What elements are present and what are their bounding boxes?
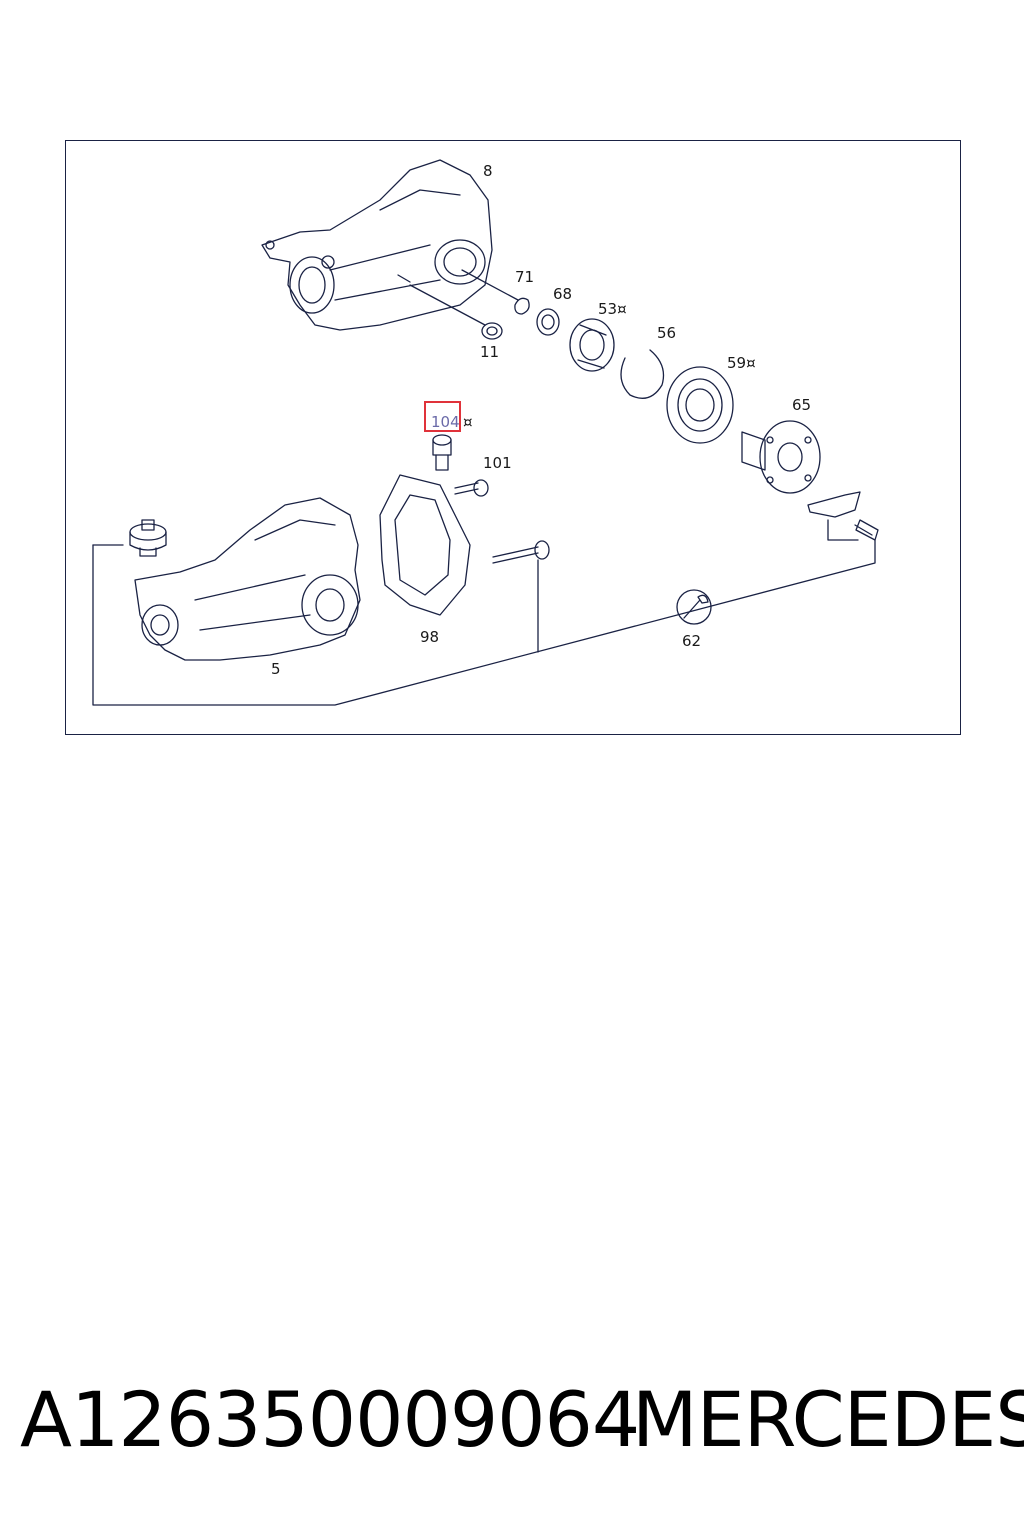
part-101-bolt	[454, 479, 489, 497]
part-98-cover	[379, 474, 471, 616]
differential-housing-upper	[261, 159, 493, 331]
mount	[129, 519, 167, 557]
label-98: 98	[420, 628, 440, 646]
part-number: A126350009064	[20, 1375, 640, 1464]
differential-housing-lower	[134, 497, 361, 661]
diagram-frame	[65, 140, 961, 735]
part-11-bushing	[481, 322, 503, 340]
part-71-clip	[514, 297, 530, 315]
part-59-seal	[666, 366, 734, 444]
highlight-box-104[interactable]	[424, 401, 461, 432]
label-11: 11	[480, 343, 500, 361]
part-56-circlip	[620, 349, 665, 399]
label-62: 62	[682, 632, 702, 650]
long-bolt	[492, 540, 550, 564]
brand-name: MERCEDES	[632, 1375, 1024, 1464]
part-62-wrench	[676, 589, 712, 625]
part-68-nut	[536, 308, 560, 336]
label-59: 59¤	[727, 354, 756, 372]
label-104: 104	[431, 413, 460, 431]
label-101: 101	[483, 454, 512, 472]
label-56: 56	[657, 324, 677, 342]
label-53: 53¤	[598, 300, 627, 318]
part-104-sensor	[432, 434, 452, 471]
part-65-flange	[741, 420, 821, 494]
footer: A126350009064 MERCEDES	[20, 1375, 1024, 1475]
label-65: 65	[792, 396, 812, 414]
label-8: 8	[483, 162, 493, 180]
part-53-bearing	[569, 318, 615, 372]
label-104-mark: ¤	[463, 413, 473, 431]
label-71: 71	[515, 268, 535, 286]
label-5: 5	[271, 660, 281, 678]
label-68: 68	[553, 285, 573, 303]
